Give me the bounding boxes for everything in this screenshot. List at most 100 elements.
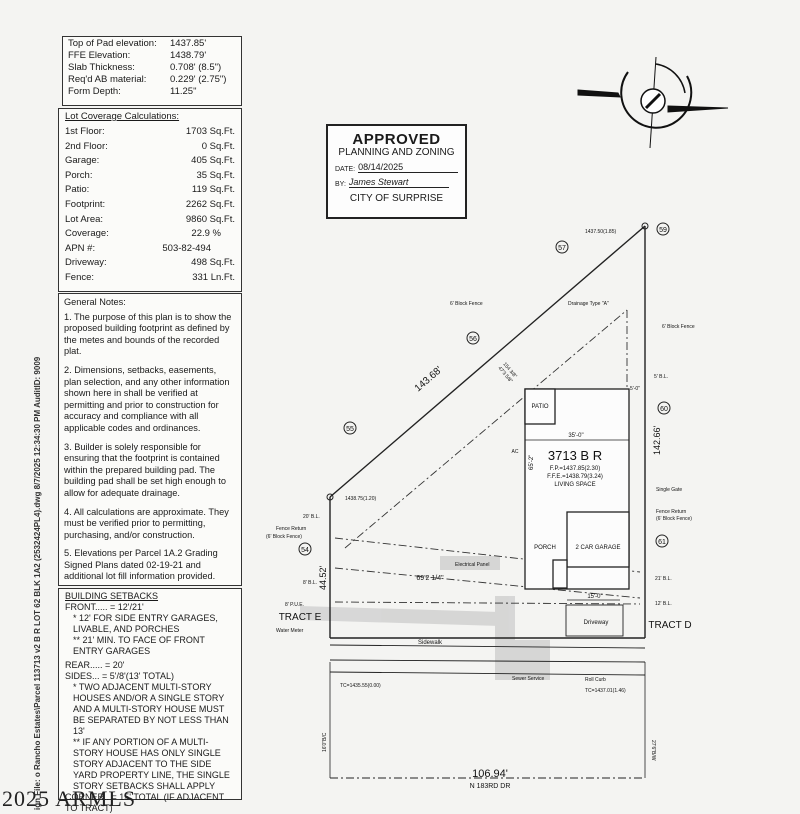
corner-monument <box>326 493 334 501</box>
svg-text:59: 59 <box>659 227 667 234</box>
svg-text:F.P.=1437.85(2.30): F.P.=1437.85(2.30) <box>550 466 600 472</box>
svg-text:69'2 1/4": 69'2 1/4" <box>416 575 444 582</box>
svg-text:TC=1435.55(0.00): TC=1435.55(0.00) <box>340 683 381 689</box>
svg-text:21' B.L.: 21' B.L. <box>655 576 672 582</box>
svg-text:60: 60 <box>660 406 668 413</box>
svg-text:Water Meter: Water Meter <box>276 628 304 634</box>
armls-watermark: 2025 ARMLS <box>2 786 137 811</box>
svg-text:44.52': 44.52' <box>318 565 328 590</box>
coverage-row: 2nd Floor:0 Sq.Ft. <box>65 140 235 152</box>
plan-labels: 3713 B R F.P.=1437.85(2.30) F.F.E.=1438.… <box>279 386 692 790</box>
coverage-row: APN #:503-82-494 <box>65 242 211 254</box>
street-name: N 183RD DR <box>470 783 511 790</box>
coverage-row: Coverage:22.9 % <box>65 228 221 240</box>
svg-text:61: 61 <box>658 539 666 546</box>
setback-line: ** If any portion of a multi-story house… <box>73 737 230 791</box>
stamp-status: APPROVED <box>352 131 441 148</box>
approval-stamp: APPROVED PLANNING AND ZONING DATE: 08/14… <box>326 124 467 219</box>
pad-elevation-table: Top of Pad elevation:1437.85' FFE Elevat… <box>62 36 242 106</box>
svg-text:5'-0": 5'-0" <box>630 386 640 392</box>
coverage-row: Patio:119 Sq.Ft. <box>65 184 235 196</box>
svg-text:143.68': 143.68' <box>413 365 445 395</box>
tract-d-label: TRACT D <box>648 620 691 631</box>
svg-text:35'-0": 35'-0" <box>568 433 583 439</box>
svg-text:Fence Return: Fence Return <box>276 526 307 532</box>
setback-line: * Two adjacent multi-story houses and/or… <box>73 682 229 736</box>
svg-text:(6' Block Fence): (6' Block Fence) <box>656 516 692 522</box>
coverage-row: Garage:405 Sq.Ft. <box>65 155 235 167</box>
svg-text:6' Block Fence: 6' Block Fence <box>450 301 483 307</box>
driveway-sidewalk <box>329 604 646 676</box>
svg-text:56: 56 <box>469 336 477 343</box>
svg-text:2 CAR GARAGE: 2 CAR GARAGE <box>575 545 620 551</box>
setbacks-title: Building Setbacks <box>65 591 159 601</box>
callout-labels: 1437.50(1.85) 1438.75(1.20) 6' Block Fen… <box>266 229 695 694</box>
svg-text:Sewer Service: Sewer Service <box>512 676 544 682</box>
pad-row: Form Depth:11.25" <box>68 86 197 97</box>
note-item: 1. The purpose of this plan is to show t… <box>64 311 232 357</box>
pad-row: Req'd AB material:0.229' (2.75") <box>68 74 227 85</box>
note-item: 2. Dimensions, setbacks, easements, plan… <box>64 364 230 433</box>
svg-text:1438.75(1.20): 1438.75(1.20) <box>345 496 376 502</box>
general-notes-title: General Notes: <box>64 297 126 307</box>
north-arrow-icon <box>577 56 729 149</box>
setback-line: Rear..... = 20' <box>65 660 125 670</box>
coverage-row: Footprint:2262 Sq.Ft. <box>65 198 235 210</box>
svg-text:Drainage Type "A": Drainage Type "A" <box>568 301 609 307</box>
svg-text:142.66': 142.66' <box>652 425 662 455</box>
svg-text:PORCH: PORCH <box>534 545 556 551</box>
svg-text:20' B.L.: 20' B.L. <box>303 514 320 520</box>
general-notes: General Notes: 1. The purpose of this pl… <box>58 293 242 586</box>
lot-number-markers <box>298 222 671 556</box>
utility-shading <box>300 556 550 680</box>
svg-text:57: 57 <box>558 245 566 252</box>
pad-row: Top of Pad elevation:1437.85' <box>68 38 207 49</box>
svg-text:8' B.L.: 8' B.L. <box>303 580 317 586</box>
stamp-city: CITY OF SURPRISE <box>349 193 444 204</box>
svg-text:Fence Return: Fence Return <box>656 509 687 515</box>
svg-text:Roll Curb: Roll Curb <box>585 677 606 683</box>
house-footprint <box>524 388 630 590</box>
setback-line: Front..... = 12'/21' <box>65 602 144 612</box>
svg-text:Sidewalk: Sidewalk <box>418 640 443 646</box>
svg-text:12' B.L.: 12' B.L. <box>655 601 672 607</box>
svg-text:27'6"B/W: 27'6"B/W <box>650 740 656 761</box>
coverage-row: Porch:35 Sq.Ft. <box>65 169 235 181</box>
coverage-row: 1st Floor:1703 Sq.Ft. <box>65 126 235 137</box>
svg-text:Electrical Panel: Electrical Panel <box>455 562 489 568</box>
svg-text:Single Gate: Single Gate <box>656 487 682 493</box>
svg-text:54: 54 <box>301 547 309 554</box>
note-item: 4. All calculations are approximate. The… <box>64 506 229 540</box>
svg-text:8' P.U.E.: 8' P.U.E. <box>285 602 304 608</box>
svg-text:1437.50(1.85): 1437.50(1.85) <box>585 229 616 235</box>
stamp-date: 08/14/2025 <box>358 162 459 173</box>
svg-text:TC=1437.01(1.46): TC=1437.01(1.46) <box>585 688 626 694</box>
lot-number-labels: 57 59 56 55 60 61 54 <box>301 227 668 554</box>
svg-text:55: 55 <box>346 426 354 433</box>
frontage-dimension: 106.94' <box>472 768 508 780</box>
setback-line: Sides... = 5'/8'(13' total) <box>65 671 174 681</box>
stamp-signature: James Stewart <box>348 177 449 188</box>
stamp-by-row: BY: James Stewart <box>328 177 465 188</box>
svg-text:15'-0": 15'-0" <box>587 594 602 600</box>
svg-text:LIVING SPACE: LIVING SPACE <box>554 482 595 488</box>
coverage-row: Fence:331 Ln.Ft. <box>65 271 235 283</box>
svg-text:AC: AC <box>512 449 519 455</box>
house-plan-label: 3713 B R <box>548 448 602 463</box>
coverage-row: Lot Area:9860 Sq.Ft. <box>65 213 235 225</box>
svg-text:PATIO: PATIO <box>531 404 548 410</box>
svg-text:Driveway: Driveway <box>584 620 609 626</box>
note-item: 3. Builder is solely responsible for ens… <box>64 441 226 498</box>
svg-text:(6' Block Fence): (6' Block Fence) <box>266 534 302 540</box>
svg-text:16'0"B/C: 16'0"B/C <box>322 732 328 752</box>
coverage-row: Driveway:498 Sq.Ft. <box>65 257 235 269</box>
svg-text:65'-2": 65'-2" <box>529 455 535 470</box>
note-item: 5. Elevations per Parcel 1A.2 Grading Si… <box>64 548 218 582</box>
lot-boundary <box>329 225 646 639</box>
setback-line: ** 21' min. to face of front entry garag… <box>73 635 205 656</box>
svg-text:5' B.L.: 5' B.L. <box>654 374 668 380</box>
lot-coverage-title: Lot Coverage Calculations: <box>65 111 180 122</box>
pad-row: Slab Thickness:0.708' (8.5") <box>68 62 222 73</box>
svg-text:F.F.E.=1438.79(3.24): F.F.E.=1438.79(3.24) <box>547 474 603 480</box>
